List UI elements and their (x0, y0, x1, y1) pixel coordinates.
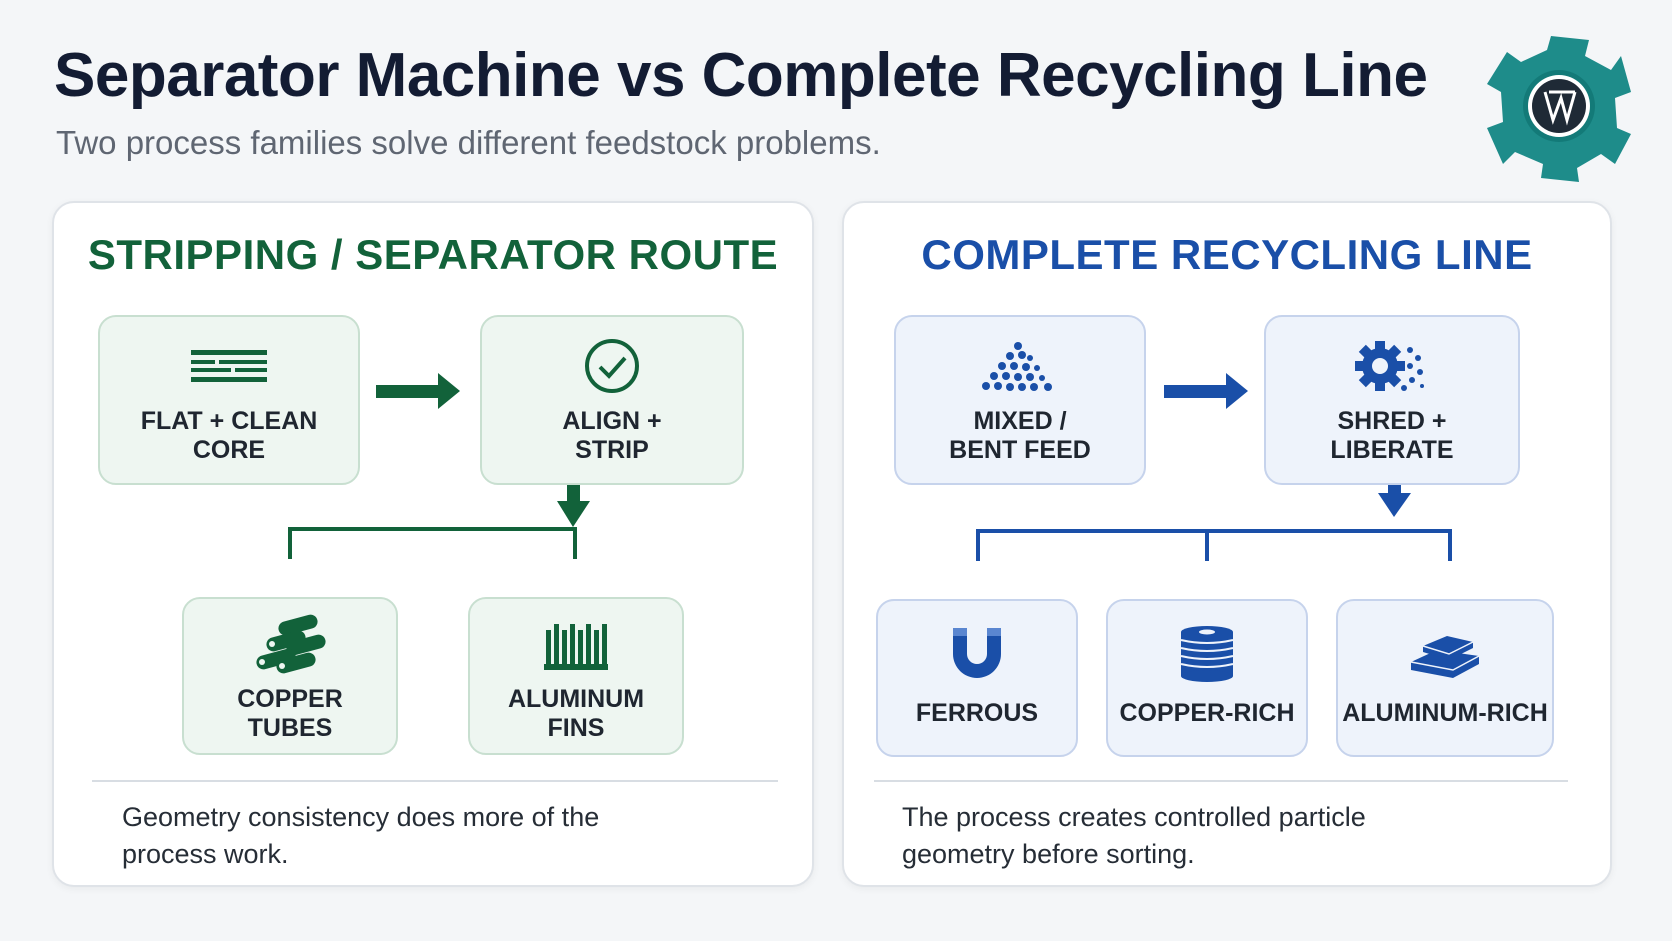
recycling-line-connectors (976, 373, 1452, 561)
step-label: ALIGN + STRIP (562, 407, 662, 464)
aluminum-rich-output: ALUMINUM-RICH (1336, 599, 1554, 757)
ferrous-output: FERROUS (876, 599, 1078, 757)
separator-route-title: STRIPPING / SEPARATOR ROUTE (87, 231, 779, 278)
output-label: FERROUS (915, 699, 1039, 727)
copper-tubes-output: COPPER TUBES (182, 597, 398, 755)
aluminum-ingot-icon (1407, 619, 1483, 689)
page-title: Separator Machine vs Complete Recycling … (54, 41, 1428, 110)
gear-logo-icon (1487, 36, 1631, 182)
panel-divider (874, 780, 1568, 782)
copper-coil-icon (1177, 619, 1237, 689)
magnet-icon (947, 619, 1007, 689)
separator-route-panel: STRIPPING / SEPARATOR ROUTE FLAT + CLEAN… (52, 201, 814, 887)
flat-lines-icon (189, 331, 269, 401)
flat-clean-core-step: FLAT + CLEAN CORE (98, 315, 360, 485)
check-circle-icon (582, 331, 642, 401)
step-label: FLAT + CLEAN CORE (140, 407, 318, 464)
shredder-gear-icon (1354, 331, 1430, 401)
step-label: SHRED + LIBERATE (1330, 407, 1454, 464)
output-label: ALUMINUM FINS (507, 685, 645, 742)
copper-rich-output: COPPER-RICH (1106, 599, 1308, 757)
aluminum-fins-icon (544, 611, 608, 681)
recycling-line-panel: COMPLETE RECYCLING LINE MIXED / BENT FEE… (842, 201, 1612, 887)
separator-route-note: Geometry consistency does more of the pr… (122, 802, 600, 869)
page-subtitle: Two process families solve different fee… (56, 124, 881, 161)
output-label: COPPER TUBES (237, 685, 343, 742)
aluminum-fins-output: ALUMINUM FINS (468, 597, 684, 755)
copper-tubes-icon (252, 611, 328, 681)
align-strip-step: ALIGN + STRIP (480, 315, 744, 485)
recycling-line-note: The process creates controlled particle … (902, 802, 1366, 869)
panel-divider (92, 780, 778, 782)
separator-route-connectors (288, 373, 590, 559)
step-label: MIXED / BENT FEED (949, 407, 1091, 464)
mixed-bent-feed-step: MIXED / BENT FEED (894, 315, 1146, 485)
output-label: ALUMINUM-RICH (1342, 699, 1548, 727)
particle-pile-icon (980, 331, 1060, 401)
shred-liberate-step: SHRED + LIBERATE (1264, 315, 1520, 485)
recycling-line-title: COMPLETE RECYCLING LINE (921, 231, 1533, 278)
output-label: COPPER-RICH (1119, 699, 1295, 727)
